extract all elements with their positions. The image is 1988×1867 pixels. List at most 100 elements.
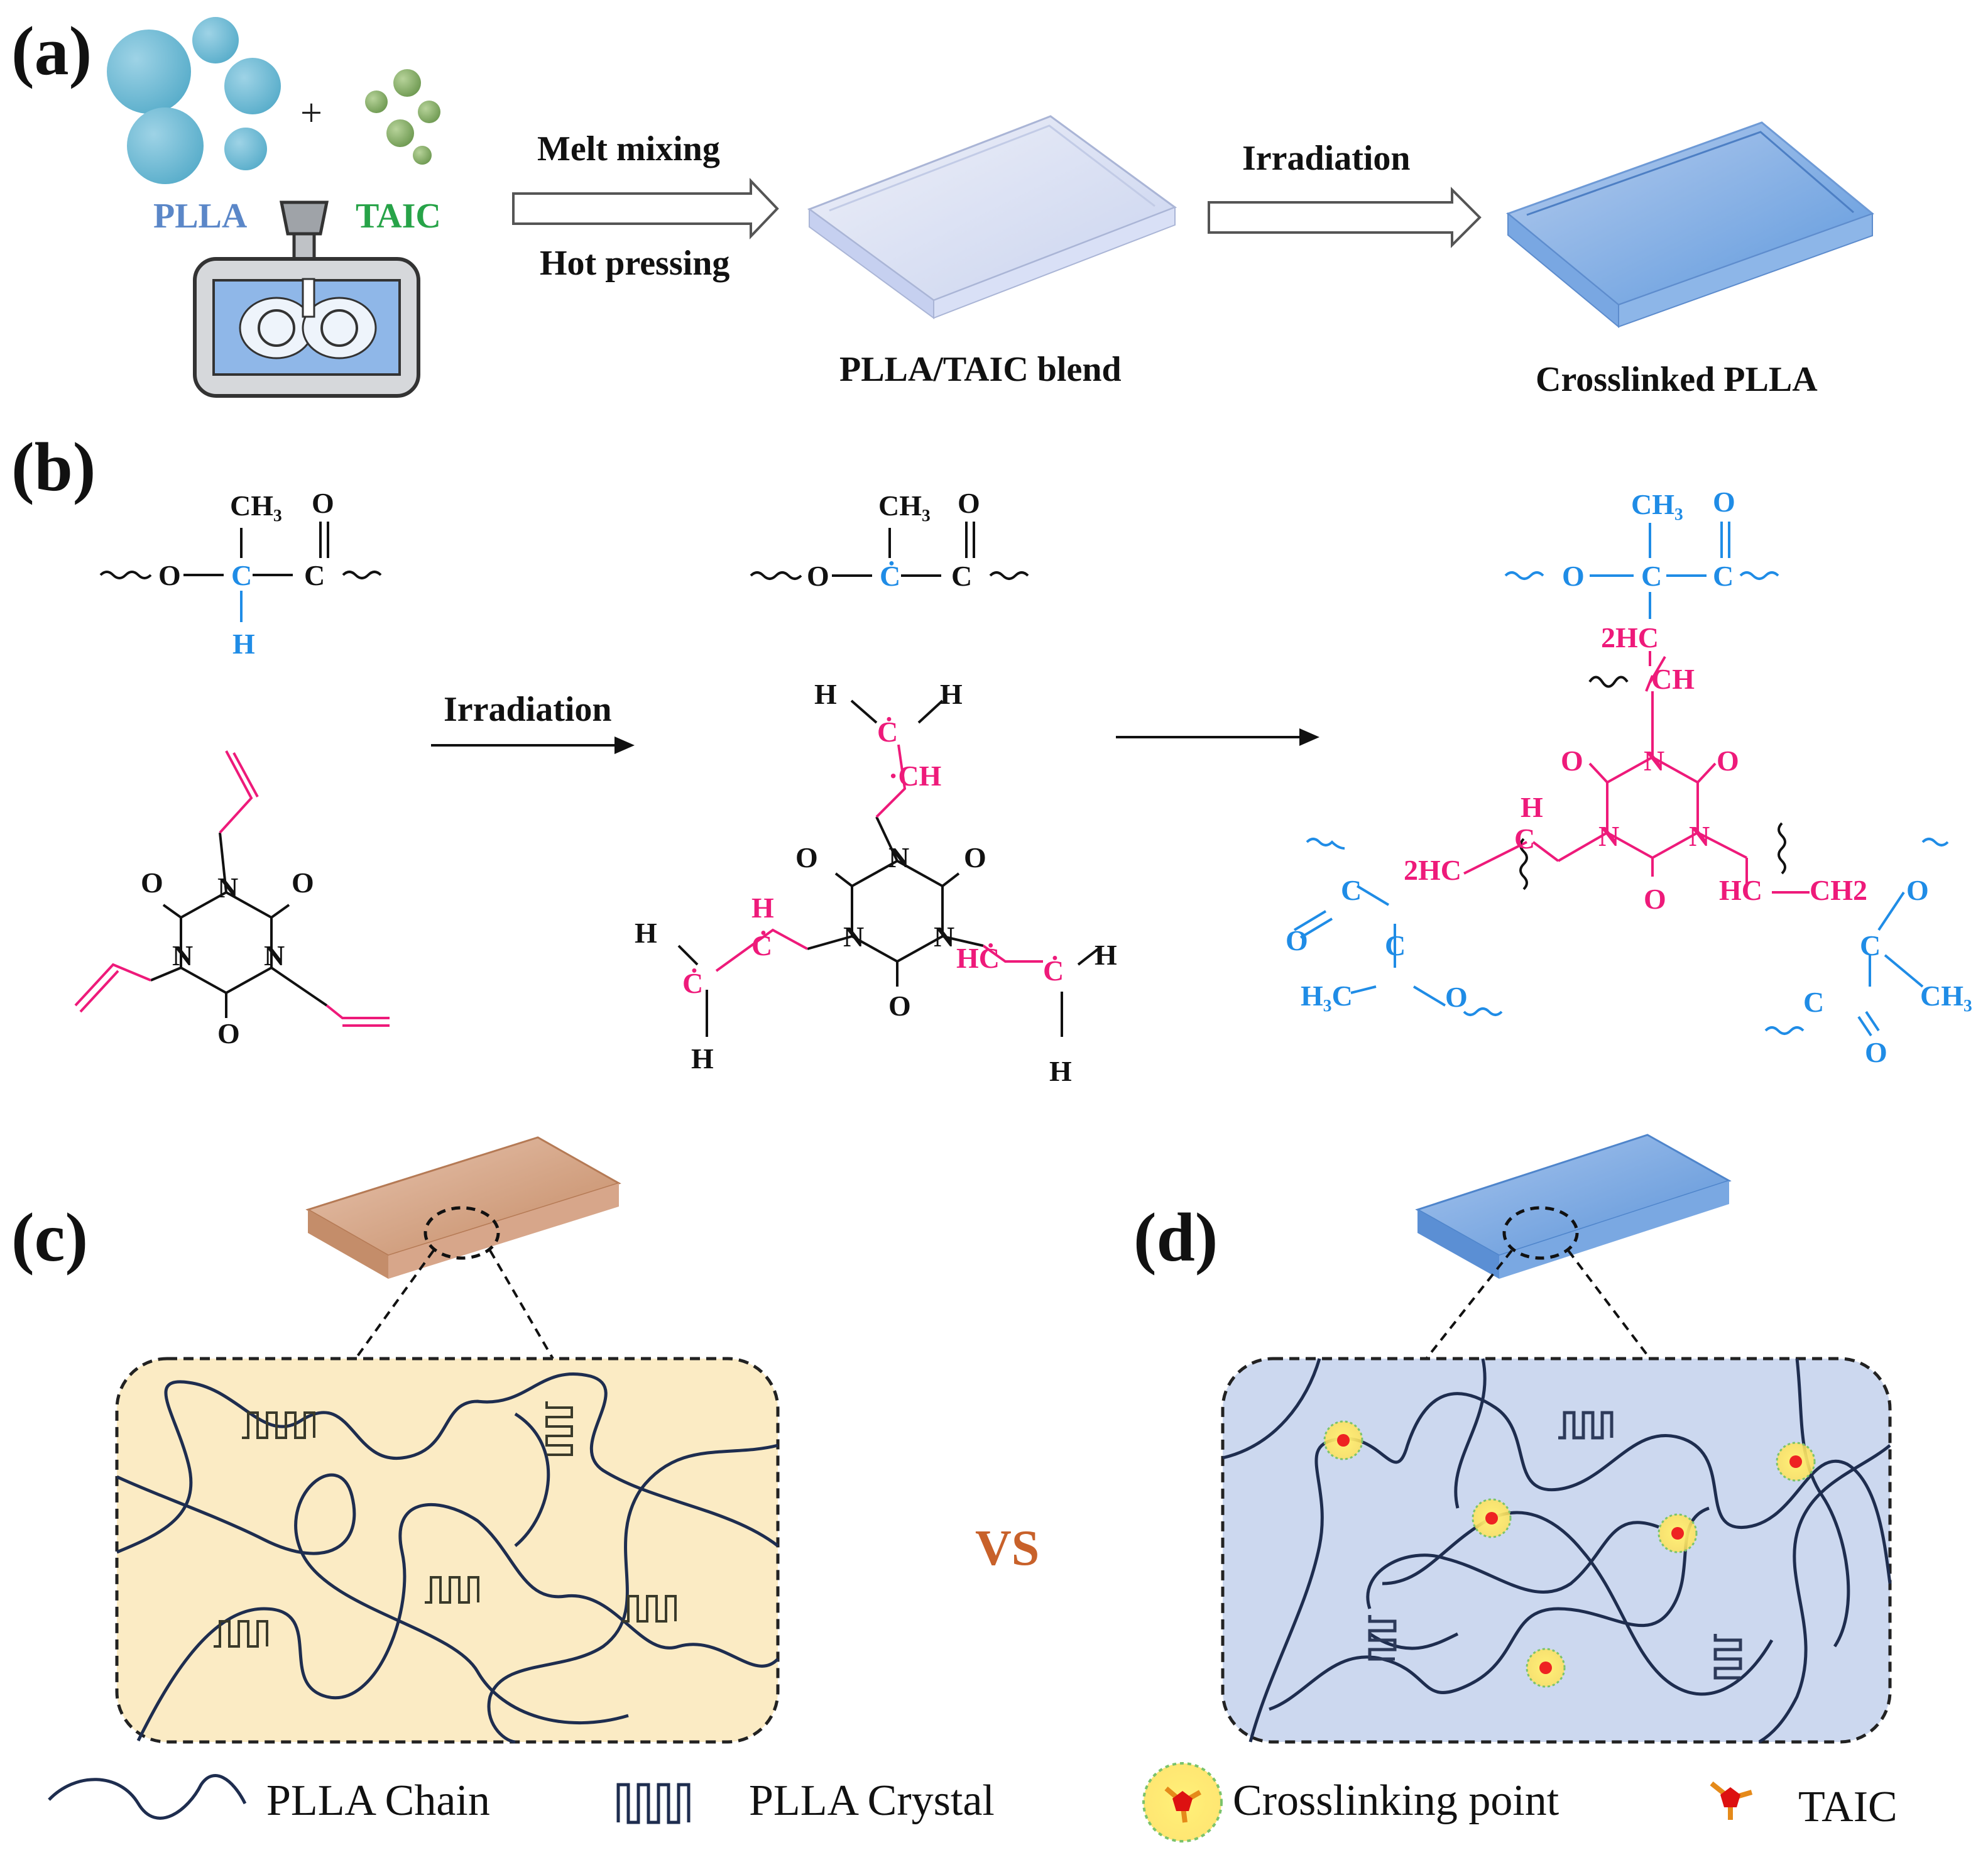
mixer-icon (193, 200, 420, 398)
blend-label: PLLA/TAIC blend (839, 350, 1122, 389)
h-alpha-1: H (232, 628, 255, 660)
p-2hc-left: 2HC (1404, 854, 1461, 886)
taic-radical-h-bonds (677, 699, 1100, 1037)
legend-taic-icon (1710, 1781, 1753, 1820)
p-c-right-quat: C (1860, 929, 1881, 961)
step-irradiation: Irradiation (1242, 139, 1411, 178)
p-ch2-right: CH2 (1810, 874, 1867, 906)
n-r-left: N (843, 921, 864, 953)
step-hot-pressing: Hot pressing (540, 244, 729, 283)
p-c-carbonyl-right: C (1803, 986, 1824, 1018)
crosslinked-plate (1506, 121, 1874, 329)
step-melt-mixing: Melt mixing (537, 129, 720, 168)
zoom-line-d-left (1425, 1249, 1513, 1360)
crystals-d (1368, 1411, 1742, 1680)
p-n-top: N (1644, 745, 1664, 777)
plus-sign: + (300, 92, 322, 134)
zoom-circle-d (1502, 1206, 1579, 1260)
taic-radical-structure (807, 816, 984, 987)
o-r-bottom: O (888, 990, 911, 1022)
taic-radical-arms (715, 744, 1043, 972)
crystals-c (214, 1401, 677, 1648)
c-r-top: Ċ (877, 716, 898, 748)
o-carbonyl-2: O (958, 487, 980, 519)
panel-label-c: (c) (11, 1199, 88, 1276)
h-r-mid: H (751, 892, 774, 924)
c-r-right: Ċ (1043, 955, 1064, 987)
p-o-left: O (1286, 924, 1308, 956)
chains-c (116, 1372, 779, 1744)
p-o-top: O (1713, 486, 1735, 518)
vs-label: VS (975, 1521, 1039, 1576)
legend-chain-label: PLLA Chain (266, 1777, 490, 1825)
arrow-melt (512, 178, 779, 239)
p-o-ester-right: O (1906, 874, 1929, 906)
irradiation-label-b: Irradiation (444, 690, 612, 729)
taic-pellets (365, 69, 440, 165)
ch3-2: CH₃ (878, 490, 931, 522)
p-o-ester-top: O (1562, 560, 1585, 592)
zoom-line-d-right (1567, 1249, 1651, 1360)
p-c-carbonyl-left: C (1341, 874, 1362, 906)
ch3-1: CH₃ (230, 490, 282, 522)
c-r-left: Ċ (682, 967, 703, 999)
p-c-left-quat: C (1385, 929, 1406, 961)
plla-pellets (107, 17, 281, 184)
panel-label-a: (a) (11, 13, 92, 89)
h-r5: H (1095, 939, 1117, 971)
c-r-mid: Ċ (751, 929, 772, 961)
o-r-right: O (964, 841, 986, 873)
zoom-box-c (115, 1357, 780, 1744)
legend-crystal-label: PLLA Crystal (749, 1777, 995, 1825)
p-c-left: C (1514, 823, 1535, 855)
product-pink-bonds (1463, 651, 1810, 894)
zoom-line-c-left (354, 1249, 435, 1360)
taic-allyl-groups (74, 750, 390, 1027)
arrow-b2 (1116, 728, 1319, 746)
p-2hc-top: 2HC (1601, 621, 1659, 654)
crosslinked-label: Crosslinked PLLA (1536, 360, 1818, 399)
taic-n-left: N (172, 939, 193, 972)
p-n-left: N (1598, 820, 1619, 852)
arrow-b1 (431, 736, 635, 754)
taic-o-bottom: O (217, 1017, 240, 1049)
c-alpha-1: C (231, 559, 252, 591)
zoom-box-d (1221, 1357, 1892, 1744)
p-o-bottom-right: O (1865, 1036, 1887, 1068)
c-radical-2: Ċ (880, 560, 900, 592)
h-r4: H (691, 1043, 714, 1075)
p-o-ring-left: O (1561, 745, 1583, 777)
plla-label: PLLA (153, 197, 248, 236)
c-carbonyl-2: C (951, 560, 972, 592)
h-r6: H (1049, 1055, 1072, 1087)
h-r1: H (814, 678, 837, 710)
plla-structure (99, 522, 382, 622)
p-c-carbonyl-top: C (1713, 560, 1734, 592)
panel-label-d: (d) (1133, 1199, 1218, 1276)
o-ester-2: O (807, 560, 829, 592)
p-ch-top: CH (1651, 663, 1695, 695)
p-ch3-right: CH₃ (1920, 980, 1972, 1012)
c-carbonyl-1: C (304, 559, 325, 591)
o-r-left: O (795, 841, 818, 873)
n-r-right: N (934, 921, 954, 953)
h-r3: H (635, 917, 657, 949)
taic-label: TAIC (356, 197, 441, 236)
crosslink-points-d (1323, 1420, 1816, 1688)
n-r-top: N (888, 841, 909, 873)
p-n-right: N (1689, 820, 1710, 852)
panel-label-b: (b) (11, 429, 96, 505)
p-h-left: H (1521, 791, 1543, 823)
plla-radical-structure (750, 522, 1029, 580)
legend-crystal-icon (616, 1783, 691, 1824)
p-h3c-left: H₃C (1301, 980, 1353, 1012)
ch-r-top: ·CH (888, 760, 942, 792)
legend-crosslink-label: Crosslinking point (1233, 1777, 1559, 1825)
p-o-ring-bottom: O (1644, 883, 1666, 915)
legend-taic-label: TAIC (1798, 1783, 1898, 1831)
legend-chain-icon (48, 1774, 247, 1820)
legend-crosslink-icon (1142, 1762, 1223, 1842)
o-carbonyl-1: O (312, 487, 334, 519)
zoom-line-c-right (489, 1249, 554, 1360)
